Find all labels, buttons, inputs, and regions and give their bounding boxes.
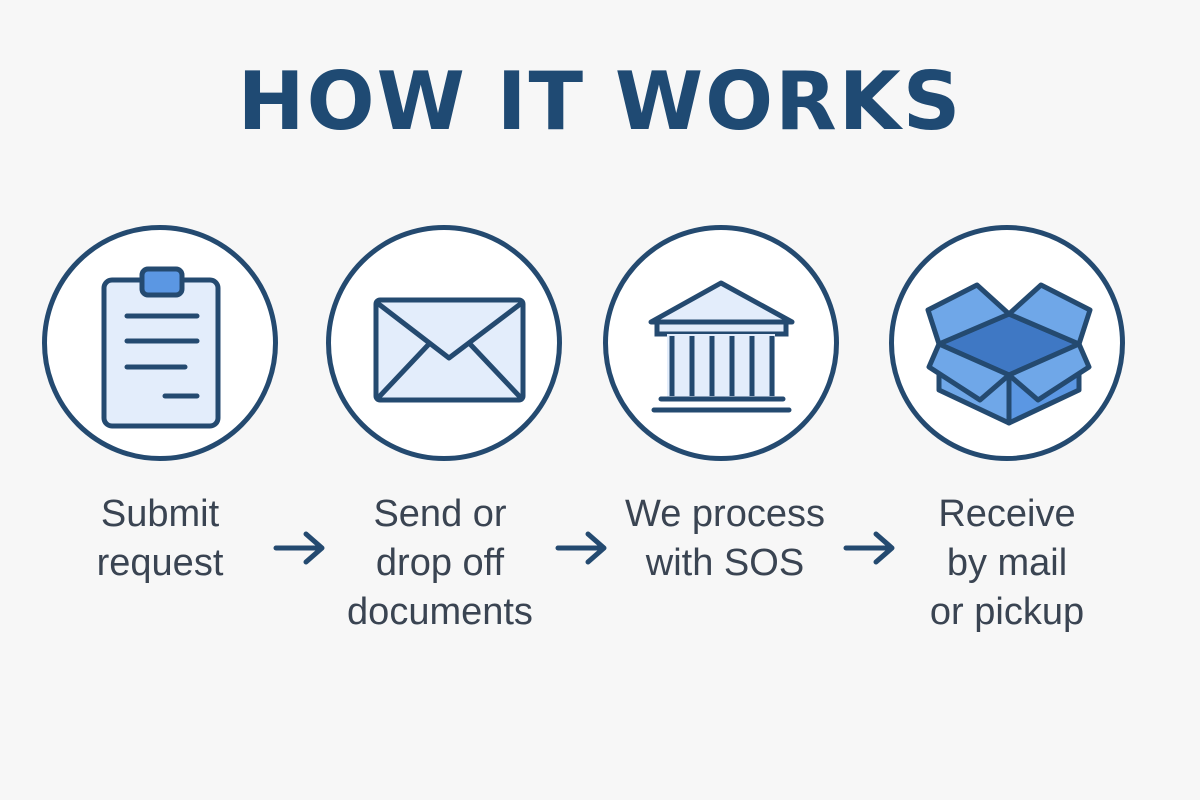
step-1-label: Submit request: [96, 493, 224, 584]
step-4-circle: [889, 225, 1125, 461]
clipboard-icon: [101, 266, 221, 429]
step-3-circle: [603, 225, 839, 461]
step-2-circle: [326, 225, 562, 461]
arrow-icon: [555, 531, 607, 565]
page-title: HOW IT WORKS: [237, 55, 963, 148]
arrow-icon: [273, 531, 325, 565]
step-3-label: We process with SOS: [625, 493, 825, 584]
box-icon: [925, 282, 1093, 426]
envelope-icon: [373, 297, 526, 403]
bank-icon: [648, 280, 795, 413]
step-2-label: Send or drop off documents: [347, 493, 533, 633]
step-4-label: Receive by mail or pickup: [929, 493, 1085, 633]
step-1-circle: [42, 225, 278, 461]
arrow-icon: [843, 531, 895, 565]
